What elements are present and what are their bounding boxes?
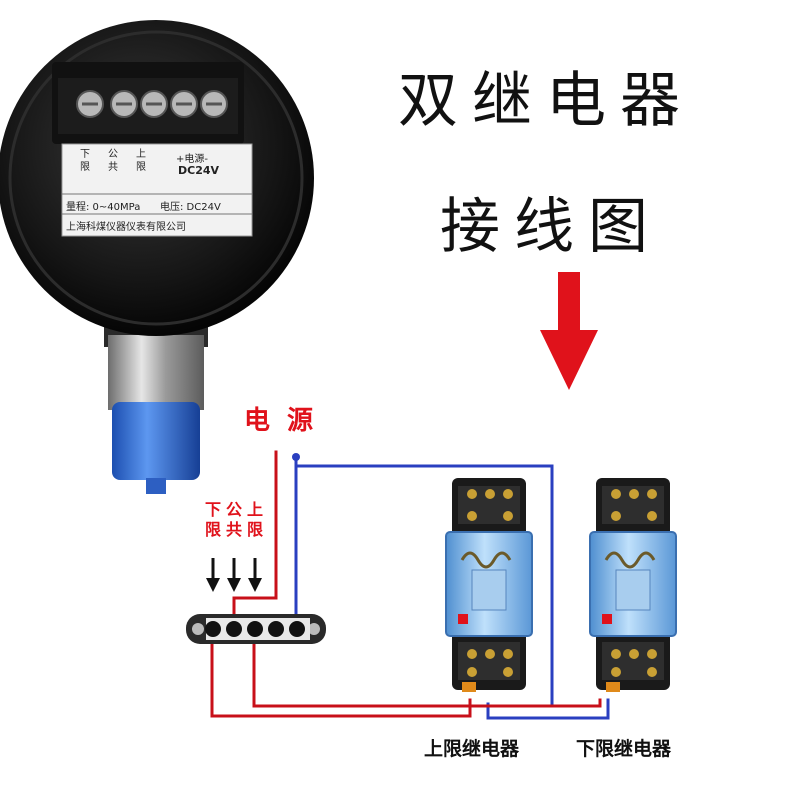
terminal-label-lower: 下 限 bbox=[204, 500, 221, 539]
relay-caption-upper: 上限继电器 bbox=[424, 738, 520, 760]
relay-caption-lower: 下限继电器 bbox=[576, 738, 672, 760]
gauge-hex-fitting bbox=[108, 335, 204, 410]
pressure-gauge bbox=[0, 20, 314, 494]
gauge-plate-cols: 下 限 公 共 上 限 bbox=[80, 148, 146, 174]
gauge-info-plate bbox=[61, 143, 253, 237]
terminal-label-common: 公 共 bbox=[225, 500, 242, 539]
gauge-plate-col-upper: 上 限 bbox=[136, 149, 146, 173]
gauge-plate-supply: 电压: DC24V bbox=[160, 202, 221, 213]
gauge-connector-tip bbox=[146, 478, 166, 494]
wire-upper-limit bbox=[252, 643, 602, 708]
wire-lower-limit bbox=[210, 643, 472, 718]
down-arrow-icon bbox=[540, 272, 598, 390]
wires bbox=[210, 450, 610, 720]
gauge-plate-power: +电源- bbox=[176, 154, 208, 165]
title-line-2: 接线图 bbox=[440, 192, 662, 262]
wire-blue-relay-link bbox=[486, 698, 610, 720]
title-line-1: 双继电器 bbox=[398, 66, 694, 136]
gauge-plate-power-value: DC24V bbox=[178, 164, 220, 177]
terminal-down-arrows bbox=[206, 558, 262, 592]
gauge-plate-col-lower: 下 限 bbox=[80, 149, 90, 173]
terminal-label-upper: 上 限 bbox=[246, 500, 263, 539]
wire-power-plus bbox=[232, 450, 278, 626]
gauge-blue-connector bbox=[112, 402, 200, 480]
terminal-strip bbox=[186, 614, 326, 644]
relay-lower-limit bbox=[589, 478, 677, 692]
wire-blue-bus bbox=[294, 464, 554, 706]
gauge-terminal-screws bbox=[76, 90, 228, 118]
power-label: 电 源 bbox=[244, 406, 318, 436]
relay-upper-limit bbox=[445, 478, 533, 692]
gauge-plate-col-common: 公 共 bbox=[108, 149, 118, 173]
gauge-plate-company: 上海科煤仪器仪表有限公司 bbox=[66, 222, 186, 233]
gauge-plate-range: 量程: 0~40MPa bbox=[66, 202, 141, 213]
